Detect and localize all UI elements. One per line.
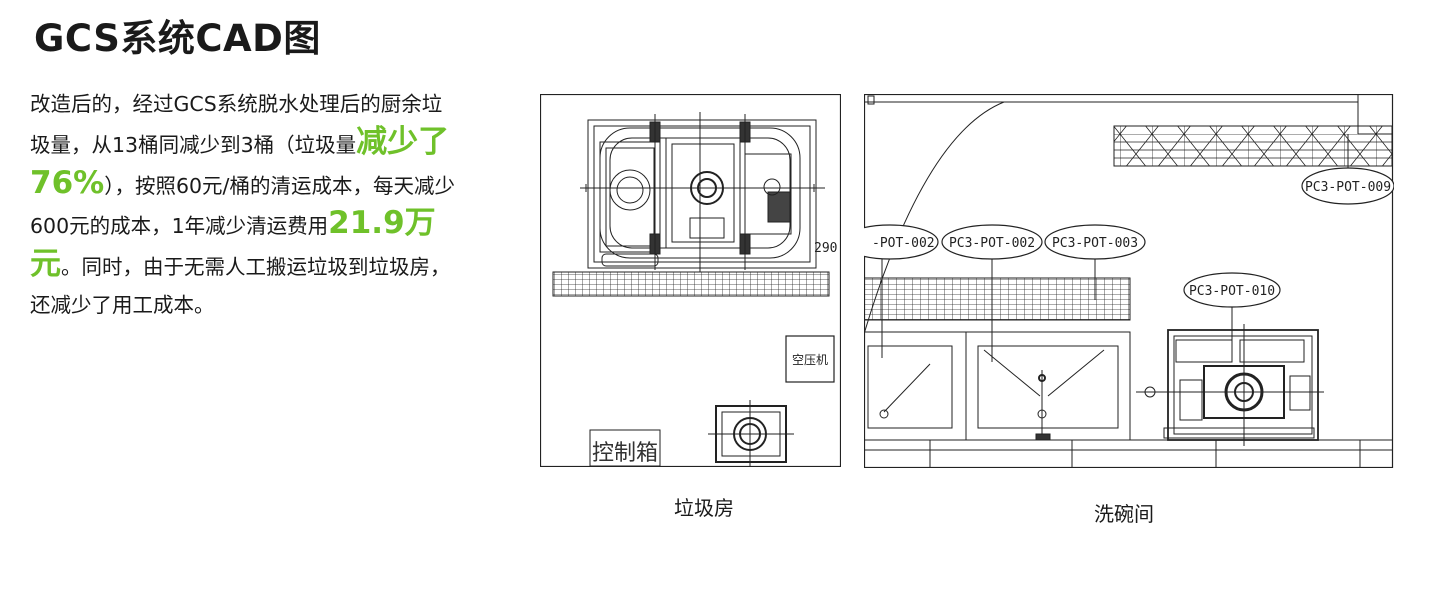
control-box [589,429,661,467]
svg-text:PC3-POT-003: PC3-POT-003 [1052,236,1138,251]
dimension-label: 290 [814,241,837,256]
paragraph-text-1: 改造后的，经过GCS系统脱水处理后的厨余垃圾量，从13桶同减少到3桶（垃圾量 [30,92,443,157]
tag-pot-009: PC3-POT-009 [1301,167,1394,205]
compressor-box [785,335,835,383]
control-box-label: 控制箱 [592,441,658,466]
svg-text:PC3-POT-010: PC3-POT-010 [1189,284,1275,299]
dewatering-machine [580,112,825,272]
highlight-reduction: 减少了76% [30,123,450,201]
dewatering-machine [1136,324,1324,446]
svg-text:-POT-002: -POT-002 [872,236,935,251]
description-paragraph: 改造后的，经过GCS系统脱水处理后的厨余垃圾量，从13桶同减少到3桶（垃圾量减少… [30,86,460,325]
pump-unit [708,400,794,466]
paragraph-text-3: 。同时，由于无需人工搬运垃圾到垃圾房，还减少了用工成本。 [30,255,451,317]
sinks [864,331,1131,441]
dishwashing-room-drawing: -POT-002 PC3-POT-002 PC3-POT-003 PC3-POT… [864,94,1394,468]
ceiling-grille [1113,125,1393,167]
highlight-savings: 21.9万元 [30,205,436,283]
svg-text:PC3-POT-009: PC3-POT-009 [1305,180,1391,195]
tag-pot-010: PC3-POT-010 [1183,272,1281,308]
dishwashing-room-caption: 洗碗间 [1094,502,1154,526]
garbage-room-caption: 垃圾房 [674,496,734,520]
svg-text:PC3-POT-002: PC3-POT-002 [949,236,1035,251]
page-title: GCS系统CAD图 [34,17,321,60]
tag-pot-002-cut: -POT-002 [864,224,939,260]
paragraph-text-2: ），按照60元/桶的清运成本，每天减少600元的成本，1年减少清运费用 [30,173,455,239]
drawing-border [540,94,841,467]
floor-grating [864,277,1131,321]
garbage-room-drawing: 290 空压机 控制箱 [540,94,841,467]
floor-grating [552,271,830,297]
compressor-label: 空压机 [792,353,828,367]
tag-pot-003: PC3-POT-003 [1044,224,1146,260]
tag-pot-002: PC3-POT-002 [941,224,1043,260]
